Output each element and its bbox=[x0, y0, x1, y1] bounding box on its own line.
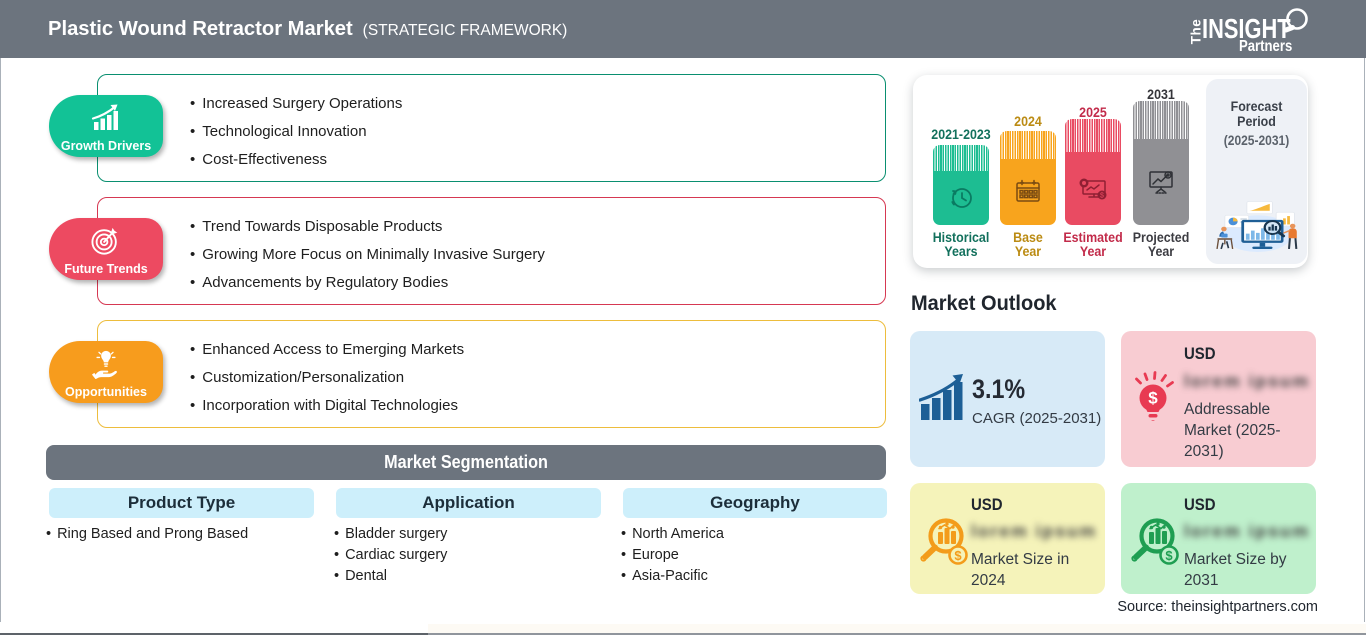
svg-text:$: $ bbox=[1165, 548, 1173, 563]
svg-text:$: $ bbox=[954, 548, 962, 563]
svg-text:$: $ bbox=[1100, 192, 1104, 199]
svg-text:$: $ bbox=[1148, 389, 1158, 408]
